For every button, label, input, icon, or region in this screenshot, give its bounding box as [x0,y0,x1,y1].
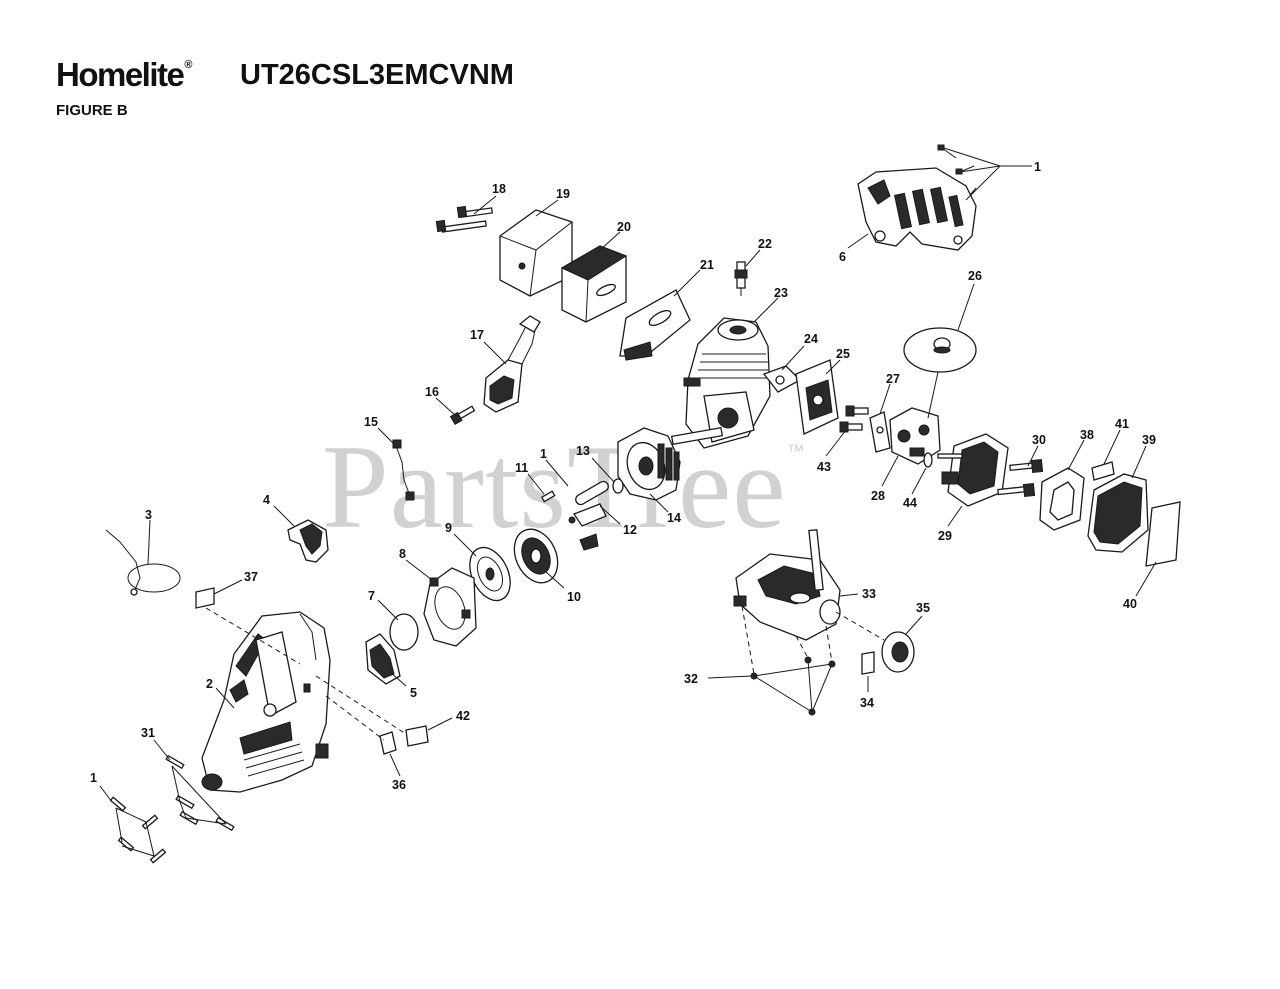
part-flywheel [617,427,681,501]
callout-11: 11 [515,461,528,475]
part-carburetor [889,407,941,465]
callout-8: 8 [399,547,406,561]
callout-29: 29 [938,529,952,543]
callout-14: 14 [667,511,681,525]
part-starter-housing [423,567,477,647]
callout-3: 3 [145,508,152,522]
callout-43: 43 [817,460,831,474]
part-decal-41 [1091,461,1115,481]
part-recoil-pulley [513,528,559,584]
part-insulator [795,359,839,435]
callout-28: 28 [871,489,885,503]
callout-1-top-right: 1 [1034,160,1041,174]
callout-4: 4 [263,493,270,507]
callout-18: 18 [492,182,506,196]
callout-7: 7 [368,589,375,603]
part-wire-clip [105,529,181,596]
part-air-filter [1039,467,1085,531]
callout-33: 33 [862,587,876,601]
callout-31: 31 [141,726,155,740]
part-label-37 [195,587,215,609]
callout-38: 38 [1080,428,1094,442]
part-primer-bulb-disc [903,327,977,373]
callout-37: 37 [244,570,258,584]
part-decal-40 [1145,501,1181,567]
callout-36: 36 [392,778,406,792]
callout-9: 9 [445,521,452,535]
model-number: UT26CSL3EMCVNM [240,59,514,91]
callout-5: 5 [410,686,417,700]
callout-10: 10 [567,590,581,604]
callout-44: 44 [903,496,917,510]
part-starter-disc [389,613,419,651]
part-muffler-gasket [619,289,691,361]
part-muffler-cover [499,209,573,297]
callout-35: 35 [916,601,930,615]
part-carburetor-gasket [869,411,891,453]
part-air-filter-screws [997,458,1044,498]
part-coil-screw [449,405,476,426]
part-engine-housing-cover [857,167,977,251]
brand-logo: Homelite® [56,56,192,94]
part-air-filter-cover [1087,473,1149,553]
callout-39: 39 [1142,433,1156,447]
callout-22: 22 [758,237,772,251]
part-engine-cylinder [670,317,771,449]
part-recoil-spring [469,546,511,602]
callout-23: 23 [774,286,788,300]
part-carburetor-screws [839,405,869,433]
callout-25: 25 [836,347,850,361]
callout-13: 13 [576,444,590,458]
part-spark-plug [734,261,748,296]
callout-32: 32 [684,672,698,686]
part-handle-bracket [733,529,841,641]
part-label-42 [405,725,429,747]
callout-16: 16 [425,385,439,399]
part-handle-grip [287,519,329,563]
callout-34: 34 [860,696,874,710]
callout-labels: 1 2 3 4 5 6 7 8 9 10 11 12 13 14 15 17 1… [90,160,1156,792]
callout-1-middle: 1 [540,447,547,461]
part-knob [881,631,915,673]
figure-label: FIGURE B [56,102,128,119]
callout-2: 2 [206,677,213,691]
callout-26: 26 [968,269,982,283]
callout-41: 41 [1115,417,1129,431]
brand-name: Homelite [56,56,185,93]
part-engine-cover [201,611,331,793]
callout-30: 30 [1032,433,1046,447]
callout-21: 21 [700,258,714,272]
registered-mark: ® [184,59,193,71]
part-air-filter-base [937,433,1009,507]
part-clutch-pin-assembly [540,480,609,551]
part-label-34 [861,651,875,675]
callout-27: 27 [886,372,900,386]
part-o-ring [923,452,933,468]
callout-12: 12 [623,523,637,537]
callout-17: 17 [470,328,484,342]
part-screws-bottom-left [109,796,167,864]
callout-19: 19 [556,187,570,201]
part-muffler [560,245,628,323]
callout-6: 6 [839,250,846,264]
callout-1-bottom-left: 1 [90,771,97,785]
part-clutch [365,633,401,685]
part-muffler-screws [435,205,494,233]
callout-24: 24 [804,332,818,346]
callout-40: 40 [1123,597,1137,611]
leader-lines [99,147,1157,857]
callout-20: 20 [617,220,631,234]
part-flywheel-washer [612,478,624,494]
part-ignition-coil [483,315,541,413]
callout-15: 15 [364,415,378,429]
part-ground-wire [392,439,415,501]
part-clip-36 [379,731,397,755]
callout-42: 42 [456,709,470,723]
